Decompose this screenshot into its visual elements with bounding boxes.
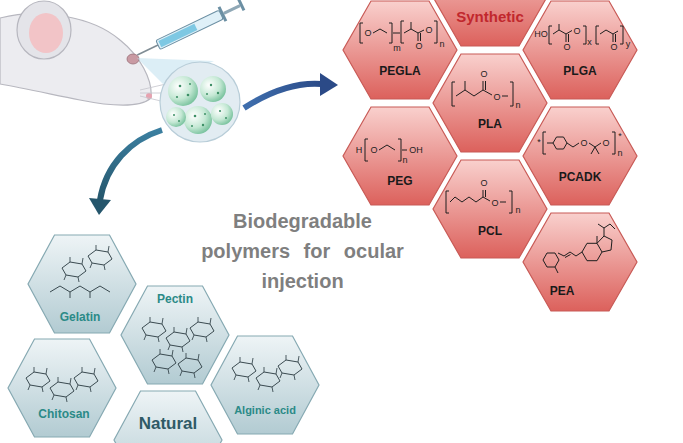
atom-label: O [610,43,617,52]
atom-label: n [515,101,520,110]
atom-label: m [393,44,401,53]
atom-label: O [480,70,487,79]
hexagon-outline [342,106,458,206]
atom-label: O [580,139,587,148]
atom-label: O [491,199,498,208]
polymer-name: Alginic acid [234,404,296,417]
synthetic-hexagon: PLGA [522,0,638,100]
polymer-name: Gelatin [60,311,101,325]
atom-label: * [618,132,622,141]
natural-hexagon: Natural [113,390,223,443]
hexagon-outline [432,159,548,259]
polymer-name: Pectin [157,293,193,307]
center-title: Biodegradable polymers for ocular inject… [190,206,415,296]
atom-label: O [415,42,422,51]
mouse-head [0,1,168,105]
atom-label: HO [534,30,548,39]
arrow-to-synthetic [244,73,338,108]
natural-hexagon: Alginic acid [210,335,320,435]
atom-label: n [515,206,520,215]
synthetic-hexagon: PCL [432,159,548,259]
atom-label: O [563,43,570,52]
atom-label: O [425,26,432,35]
atom-label: * [537,138,541,147]
hexagon-outline [432,53,548,153]
polymer-name: PEG [387,175,412,189]
hexagon-outline [522,0,638,100]
atom-label: H [356,146,363,155]
natural-hexagon: Pectin [120,285,230,385]
polymer-name: PEGLA [379,65,420,79]
polymer-name: PCL [478,225,502,239]
natural-hexagon: Gelatin [27,234,137,334]
atom-label: O [573,27,580,36]
polymer-name: Synthetic [456,8,524,25]
atom-label: x [587,38,592,47]
microspheres [160,62,240,142]
synthetic-hexagon: PLA [432,53,548,153]
atom-label: O [493,93,500,102]
polymer-name: Chitosan [38,408,89,422]
syringe [134,0,246,62]
hexagon-outline [210,335,320,435]
atom-label: O [370,146,377,155]
atom-label: n [402,156,407,165]
synthetic-hexagon: PEA [522,212,638,312]
arrow-to-natural [89,130,162,215]
hexagon-outline [7,338,117,438]
polymer-name: PLA [478,118,502,132]
atom-label: n [439,40,444,49]
atom-label: O [602,139,609,148]
atom-label: O [480,179,487,188]
polymer-name: PLGA [563,65,596,79]
natural-hexagon: Chitosan [7,338,117,438]
atom-label: OH [409,146,423,155]
hexagon-outline [522,212,638,312]
polymer-name: Natural [139,414,198,434]
atom-label: y [626,40,631,49]
synthetic-hexagon: PEG [342,106,458,206]
atom-label: O [364,29,371,38]
polymer-name: PEA [550,285,575,299]
atom-label: n [617,149,622,158]
polymer-name: PCADK [559,171,602,185]
